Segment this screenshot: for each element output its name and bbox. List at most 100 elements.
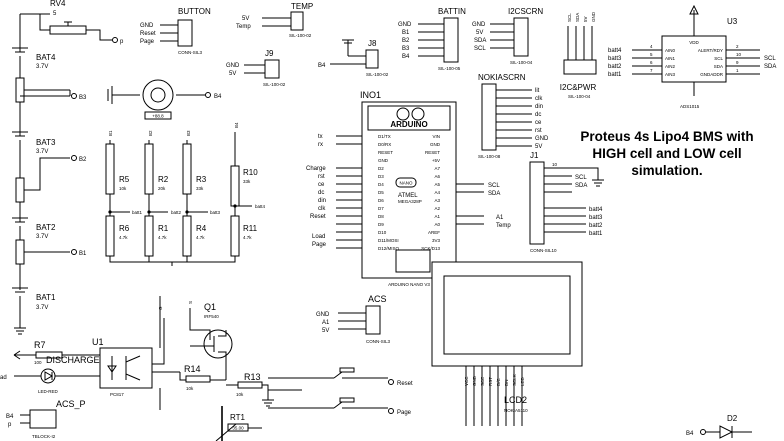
ino-net-charge: Charge <box>306 166 326 172</box>
j1-pin-top: 10 <box>552 162 558 167</box>
u3-ain1: AIN1 <box>665 56 676 61</box>
u3-label: U3 <box>727 17 738 26</box>
r10-value: 33k <box>243 179 251 184</box>
u3-vdd: VDD <box>689 40 699 45</box>
acs-connector: ACS GND A1 5V CONN-SIL3 <box>316 294 391 344</box>
ino-pin-vin: VIN <box>432 134 440 139</box>
nokia-label: NOKIASCRN <box>478 73 526 82</box>
r14-label: R14 <box>184 364 201 374</box>
ino-pin-reset-l: RESET <box>378 150 393 155</box>
ino-board: ARDUINO <box>390 120 427 129</box>
button-pin-page: Page <box>140 39 155 45</box>
ino-pin-d1: D1/TX <box>378 134 391 139</box>
j1-net-sda: SDA <box>575 183 587 189</box>
rt1-value: 35.00 <box>232 426 244 431</box>
acs-p-label: ACS_P <box>56 399 86 409</box>
r3-label: R3 <box>196 175 207 184</box>
nokia-pin-rst: rst <box>535 128 542 134</box>
bat1-label: BAT1 <box>36 293 56 302</box>
battin-pin-b3: B3 <box>402 46 410 52</box>
ino-pin-d0: D0/RX <box>378 142 391 147</box>
ino-pin-d8: D8 <box>378 214 384 219</box>
i2cscrn-pin-gnd: GND <box>472 22 486 28</box>
temp-pin-5v: 5V <box>242 16 249 22</box>
net-batt1: batt1 <box>132 210 143 215</box>
bat3-label: BAT3 <box>36 138 56 147</box>
net-batt3: batt3 <box>210 210 221 215</box>
lcd-pin-gnd: GND <box>472 375 477 386</box>
ino-pin-reset-r: RESET <box>425 150 440 155</box>
rv4-label: RV4 <box>50 0 66 8</box>
u3-pin4: 4 <box>650 44 653 49</box>
bat2-value: 3.7V <box>36 234 48 240</box>
lcd-pin-vcc: VCC <box>464 376 469 386</box>
u3-gndaddr: GNDADDR <box>700 72 724 77</box>
nokia-connector: NOKIASCRN lit clk din dc ce rst GND 5V S… <box>478 73 549 159</box>
r10-label: R10 <box>243 168 258 177</box>
divider-b1: B1 <box>108 130 113 136</box>
ino-chip: ATMEL <box>398 193 418 199</box>
button-pin-reset: Reset <box>140 31 156 37</box>
u3-alert: ALERT/RDY <box>698 48 723 53</box>
ino-chip-sub: MEGA328P <box>398 199 422 204</box>
j1-net-batt2: batt2 <box>589 223 603 229</box>
u3-pin2: 2 <box>736 44 739 49</box>
j1-net-batt4: batt4 <box>589 207 603 213</box>
j1-net-scl: SCL <box>575 175 587 181</box>
u1-part: PC817 <box>110 392 124 397</box>
ino-pin-d6: D6 <box>378 198 384 203</box>
j9-type: SIL-100-02 <box>263 82 286 87</box>
u3-sda: SDA <box>714 64 723 69</box>
ino-pin-d9: D9 <box>378 222 384 227</box>
r1-value: 4.7k <box>158 235 167 240</box>
battin-pin-b2: B2 <box>402 38 410 44</box>
j9-connector: J9 GND 5V SIL-100-02 <box>226 49 286 87</box>
switch-page-label: Page <box>397 410 412 416</box>
temp-connector: TEMP 5V Temp SIL-100-02 <box>236 2 313 38</box>
ino-pin-d3: D3 <box>378 174 384 179</box>
rv4-out-label: p <box>120 39 124 45</box>
j8-connector: J8 B4 SIL-100-02 <box>318 39 389 77</box>
acs-p-type: TBLOCK-I2 <box>32 434 56 439</box>
nokia-pin-din: din <box>535 104 543 110</box>
acs-p-pin-b4: B4 <box>6 414 14 420</box>
ino-pin-gnd-r: GND <box>430 142 441 147</box>
bat4-label: BAT4 <box>36 53 56 62</box>
r3-value: 33k <box>196 186 204 191</box>
i2cpwr-pin-scl: SCL <box>567 13 572 22</box>
r2-value: 20k <box>158 186 166 191</box>
q1-part: IRF540 <box>204 314 219 319</box>
i2cpwr-pin-5v: 5V <box>583 16 588 22</box>
r5-value: 10k <box>119 186 127 191</box>
lcd-pin-dc: D/C <box>496 378 501 387</box>
i2cscrn-type: SIL-100-04 <box>510 60 533 65</box>
r6-value: 4.7k <box>119 235 128 240</box>
u3-net-batt3: batt3 <box>608 56 622 62</box>
i2cpwr-pin-sda: SDA <box>575 13 580 22</box>
bat3-value: 3.7V <box>36 149 48 155</box>
acs-pin-gnd: GND <box>316 312 330 318</box>
battin-pin-b4: B4 <box>402 54 410 60</box>
ino-net-reset: Reset <box>310 214 326 220</box>
acs-p-pin-p: p <box>8 422 12 428</box>
nokia-pin-gnd: GND <box>535 136 549 142</box>
battery-stack: BAT4 3.7V BAT3 3.7V BAT2 3.7V BAT1 3.7V … <box>12 13 87 335</box>
divider-b3: B3 <box>186 130 191 136</box>
battin-pin-b1: B1 <box>402 30 410 36</box>
ino-pin-a3: A3 <box>434 198 440 203</box>
title-line-3: simulation. <box>631 163 702 178</box>
r7-label: R7 <box>34 340 46 350</box>
discharge-circuit: U1 PC817 R7 100 DISCHARGE ad LED-RED G S… <box>0 296 413 416</box>
i2cscrn-pin-5v: 5V <box>476 30 483 36</box>
j1-connector: J1 10 SCL SDA batt4 batt3 batt2 batt1 CO… <box>529 151 604 253</box>
u3-net-scl: SCL <box>764 56 776 62</box>
battin-pin-gnd: GND <box>398 22 412 28</box>
nokia-type: SIL-100-08 <box>478 154 501 159</box>
u3-pin6: 6 <box>650 60 653 65</box>
ino-net-rst: rst <box>318 174 325 180</box>
acs-type: CONN-SIL3 <box>366 339 391 344</box>
ino-pin-gnd-l: GND <box>378 158 389 163</box>
ino-pin-a2: A2 <box>434 206 440 211</box>
